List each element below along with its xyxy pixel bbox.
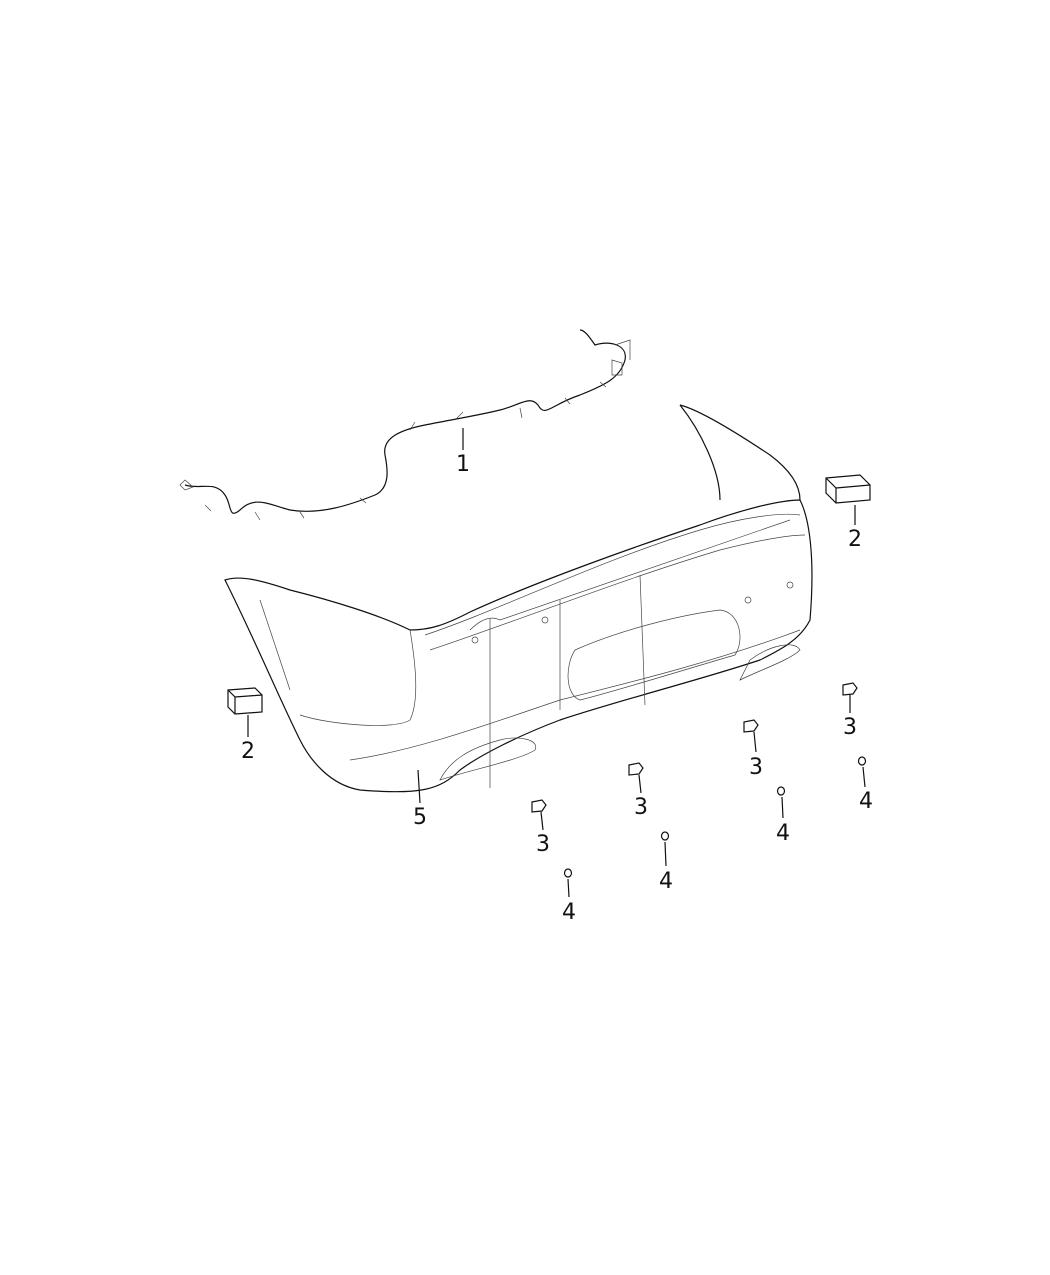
grommets bbox=[563, 756, 867, 878]
callout-4: 4 bbox=[776, 821, 790, 846]
leader-lines bbox=[247, 428, 866, 898]
callout-4: 4 bbox=[859, 789, 873, 814]
callout-3: 3 bbox=[634, 795, 648, 820]
sensors bbox=[531, 682, 858, 813]
callout-5-bumper: 5 bbox=[413, 805, 427, 830]
module-left bbox=[227, 687, 263, 715]
callout-4: 4 bbox=[562, 900, 576, 925]
module-right bbox=[825, 474, 871, 504]
bumper-fascia bbox=[224, 404, 813, 793]
callout-3: 3 bbox=[749, 755, 763, 780]
wiring-harness bbox=[179, 329, 631, 521]
callout-3: 3 bbox=[536, 832, 550, 857]
callout-3: 3 bbox=[843, 715, 857, 740]
callout-2-left: 2 bbox=[241, 739, 255, 764]
callout-2-right: 2 bbox=[848, 527, 862, 552]
callout-1-harness: 1 bbox=[456, 452, 470, 477]
callout-4: 4 bbox=[659, 869, 673, 894]
